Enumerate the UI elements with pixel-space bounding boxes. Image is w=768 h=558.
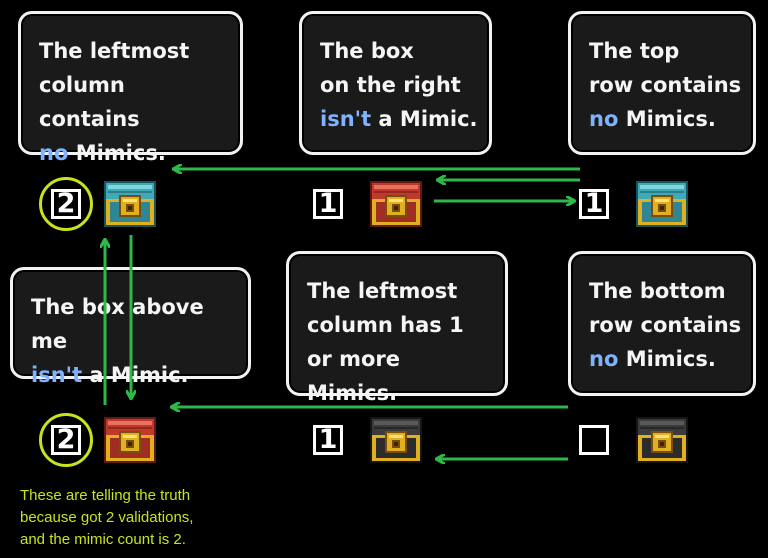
hint-line: or more Mimics. [307,342,495,410]
hint-bottom-right: The bottom row contains no Mimics. [568,251,756,396]
hint-line: column has 1 [307,308,495,342]
hint-keyword: isn't [31,363,83,387]
hint-text: or more Mimics. [307,347,401,405]
hint-line: The box [320,34,479,68]
chest-top-middle-icon[interactable] [366,179,426,229]
hint-line: The leftmost [39,34,230,68]
hint-line: no Mimics. [39,136,230,170]
chest-top-right-icon[interactable] [632,179,692,229]
hint-text: on the right [320,73,461,97]
hint-line: isn't a Mimic. [31,358,238,392]
counter-top-right: 1 [579,189,609,219]
hint-line: row contains [589,308,743,342]
hint-line: The top [589,34,743,68]
hint-text: Mimics. [618,107,716,131]
truth-ring-bottom-left [39,413,93,467]
annotation-line: and the mimic count is 2. [20,531,186,548]
hint-top-middle: The box on the right isn't a Mimic. [299,11,492,155]
hint-text: The box [320,39,414,63]
hint-line: column contains [39,68,230,136]
hint-text: The top [589,39,680,63]
hint-keyword: no [589,107,619,131]
hint-bottom-middle: The leftmost column has 1 or more Mimics. [286,251,508,405]
hint-text: Mimics. [618,347,716,371]
counter-bottom-left: 2 [51,425,81,455]
hint-keyword: isn't [320,107,372,131]
chest-bottom-left-icon[interactable] [100,415,160,465]
hint-text: a Mimic. [82,363,189,387]
hint-line: no Mimics. [589,102,743,136]
hint-text: column contains [39,73,140,131]
hint-text: Mimics. [68,141,166,165]
hint-bottom-left: The box above me isn't a Mimic. [10,267,251,387]
annotation-line: These are telling the truth [20,487,191,504]
hint-text: The leftmost [307,279,458,303]
hint-line: no Mimics. [589,342,743,376]
hint-text: column has 1 [307,313,464,337]
hint-line: on the right [320,68,479,102]
hint-text: The bottom [589,279,726,303]
hint-text: The box above me [31,295,204,353]
hint-line: The leftmost [307,274,495,308]
counter-bottom-middle: 1 [313,425,343,455]
hint-text: row contains [589,73,742,97]
counter-top-left: 2 [51,189,81,219]
truth-ring-top-left [39,177,93,231]
hint-keyword: no [39,141,69,165]
hint-top-right: The top row contains no Mimics. [568,11,756,155]
chest-bottom-right-icon[interactable] [632,415,692,465]
hint-text: a Mimic. [371,107,478,131]
chest-bottom-middle-icon[interactable] [366,415,426,465]
hint-text: The leftmost [39,39,190,63]
hint-line: The bottom [589,274,743,308]
hint-text: row contains [589,313,742,337]
hint-top-left: The leftmost column contains no Mimics. [18,11,243,165]
hint-keyword: no [589,347,619,371]
hint-line: row contains [589,68,743,102]
hint-line: isn't a Mimic. [320,102,479,136]
annotation-caption: These are telling the truth because got … [20,485,290,551]
hint-line: The box above me [31,290,238,358]
chest-top-left-icon[interactable] [100,179,160,229]
counter-top-middle: 1 [313,189,343,219]
counter-bottom-right [579,425,609,455]
annotation-line: because got 2 validations, [20,509,194,526]
